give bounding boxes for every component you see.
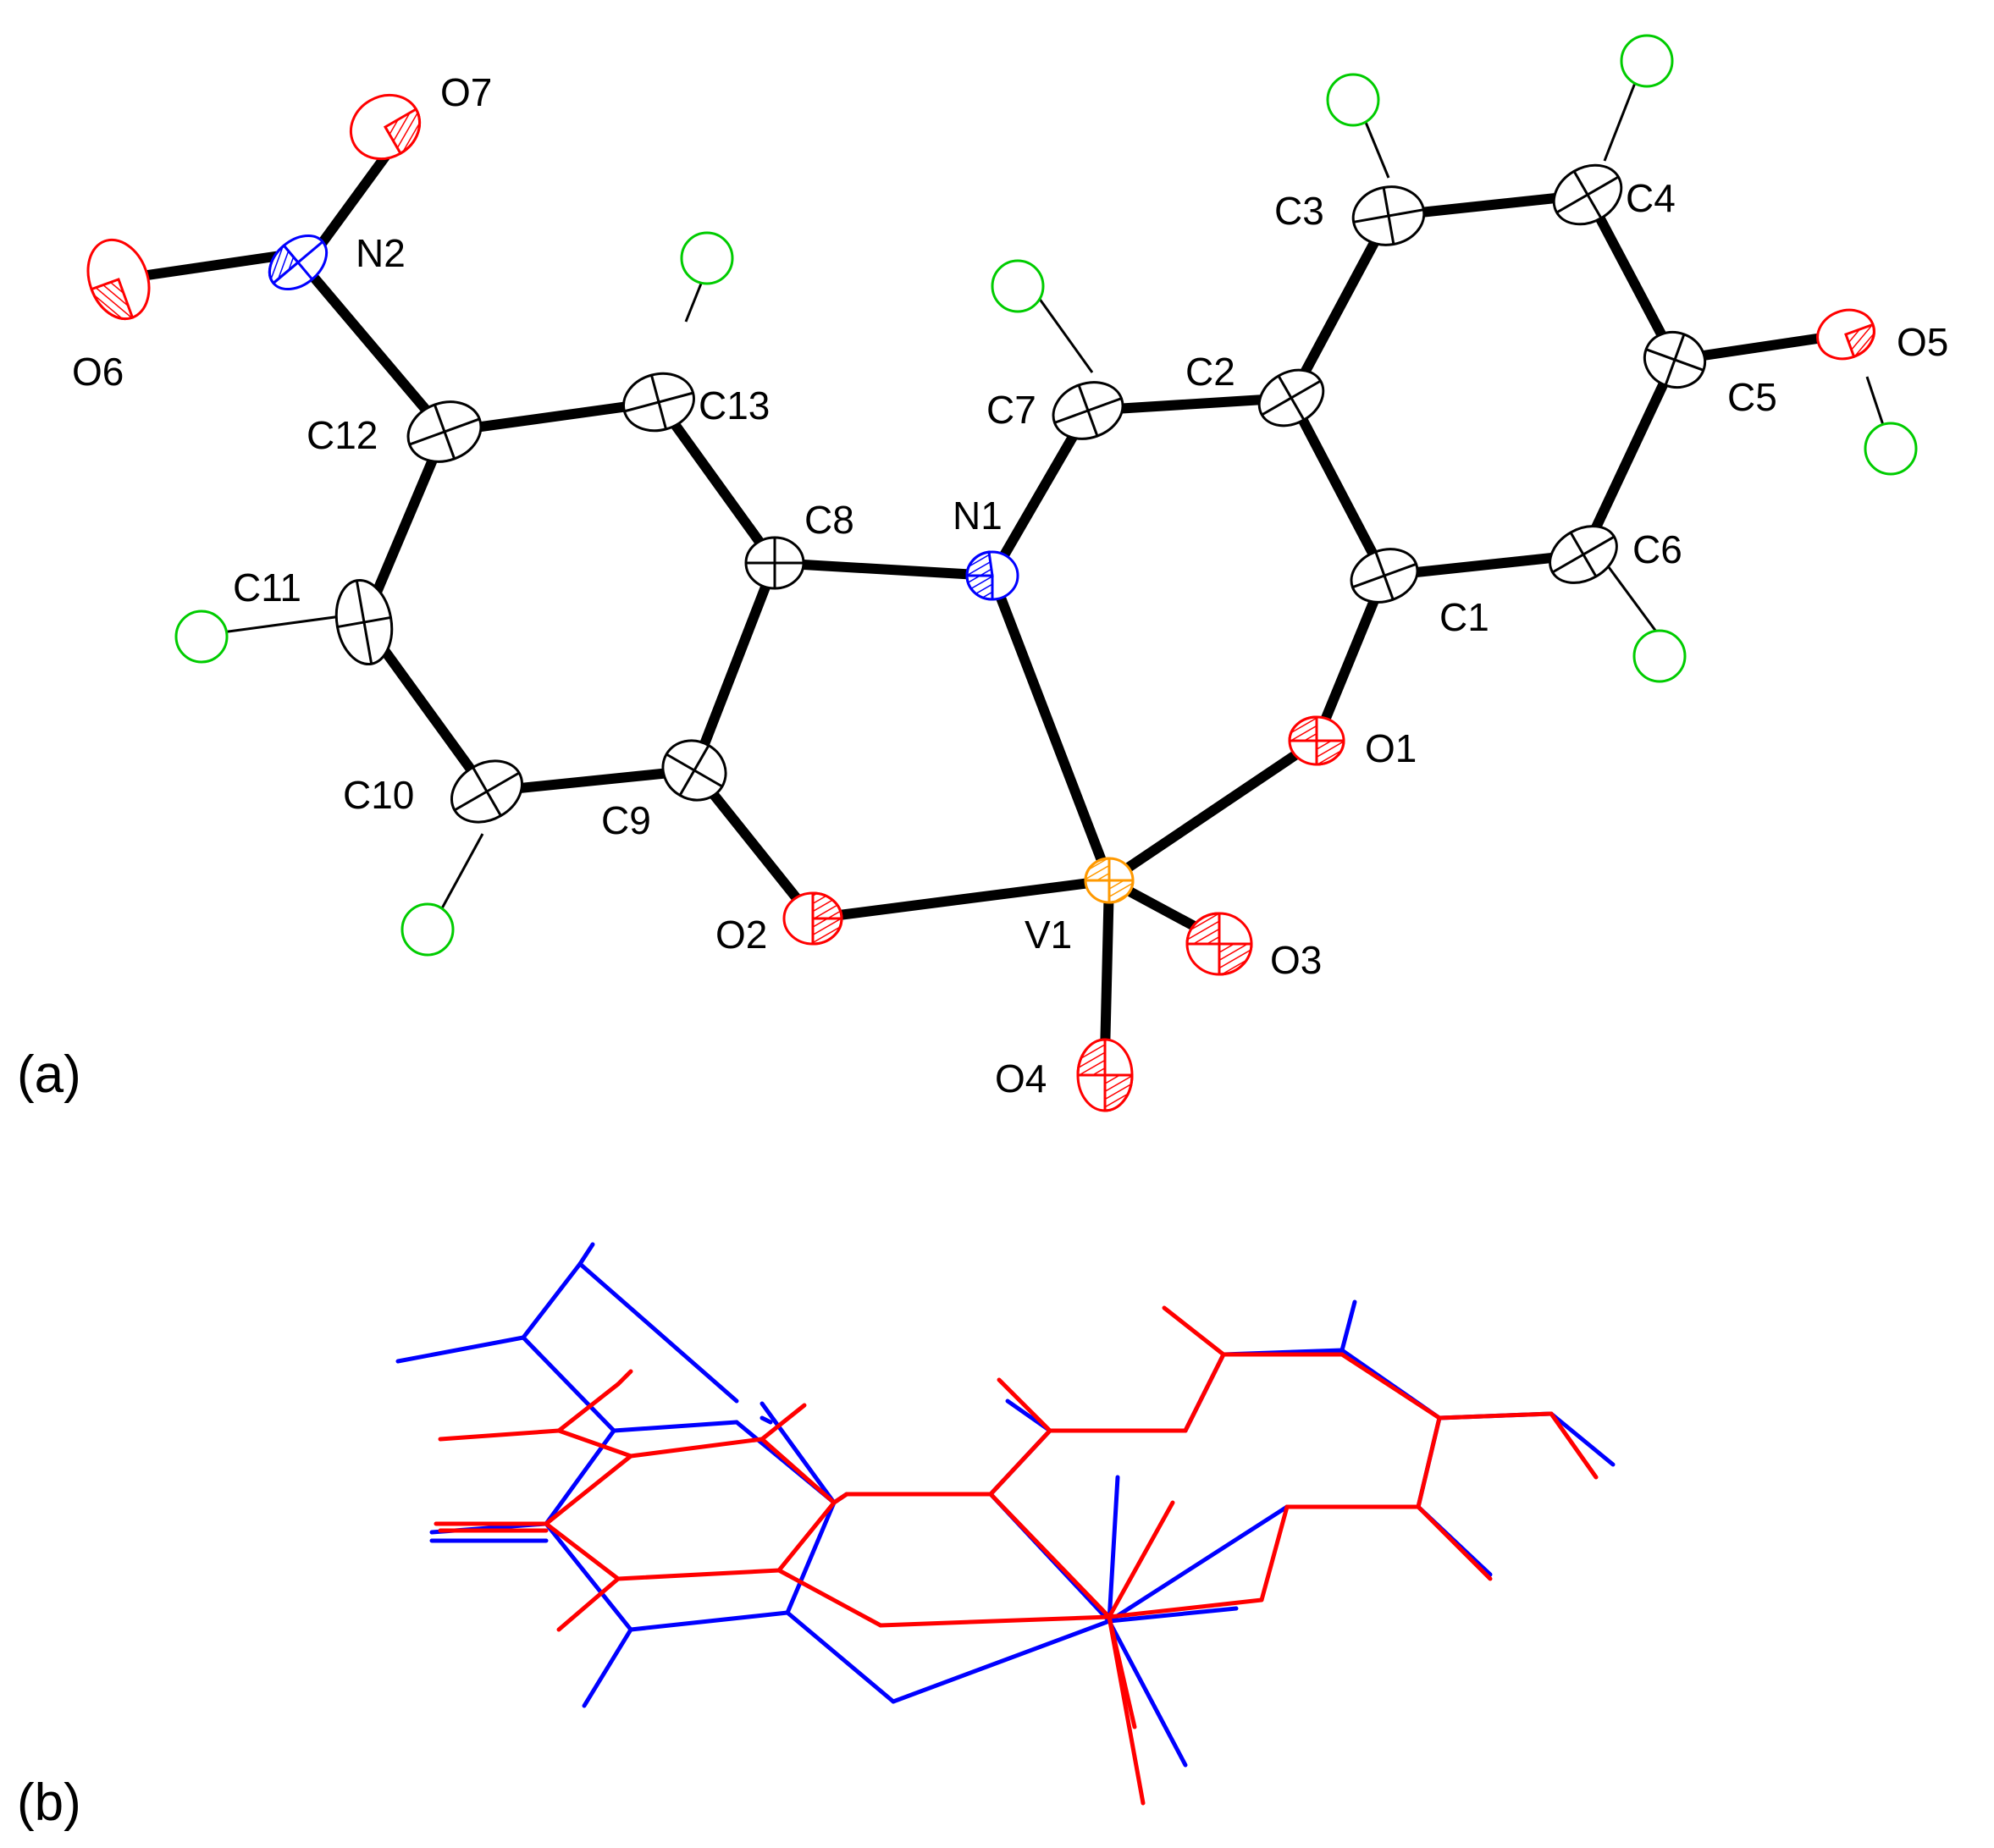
carbon-atom — [1549, 525, 1618, 584]
vanadium-atom — [1084, 857, 1135, 904]
nitrogen-atom — [965, 550, 1019, 601]
carbon-atom — [1552, 163, 1623, 226]
hydrogen-atom — [1632, 629, 1687, 683]
atom-label: O4 — [995, 1056, 1047, 1101]
atom-label: N2 — [356, 231, 406, 275]
nitrogen-atoms — [268, 234, 1019, 601]
atom-label: O2 — [715, 913, 767, 957]
carbon-atom — [622, 372, 695, 433]
panel-a: O7 N2 O6 C12 C13 C11 C10 C9 C8 N1 C7 C2 … — [17, 34, 1948, 1112]
atom-label: C3 — [1274, 189, 1324, 233]
panel-label-b: (b) — [17, 1774, 81, 1832]
hydrogen-atom — [1326, 73, 1380, 127]
carbon-atom — [1052, 381, 1124, 440]
hydrogen-atom — [680, 231, 734, 285]
atom-label: C4 — [1626, 176, 1676, 220]
carbon-atom — [1351, 185, 1426, 246]
atom-labels: O7 N2 O6 C12 C13 C11 C10 C9 C8 N1 C7 C2 … — [72, 70, 1948, 1101]
atom-label: C7 — [986, 388, 1036, 432]
panel-label-a: (a) — [17, 1045, 81, 1104]
nitrogen-atom — [268, 234, 329, 291]
carbon-atom — [1643, 331, 1707, 389]
atom-label: C6 — [1632, 527, 1682, 571]
panel-b: (b) — [17, 1242, 1616, 1832]
hydrogen-atoms — [174, 34, 1918, 957]
atom-label: V1 — [1025, 913, 1072, 957]
carbon-atom — [1350, 548, 1419, 604]
atom-label: C8 — [804, 498, 854, 542]
atom-label: C9 — [601, 798, 651, 842]
oxygen-atom — [86, 238, 151, 321]
carbon-atom — [1257, 368, 1325, 428]
overlay-structure-blue — [395, 1242, 1616, 1768]
hydrogen-atom — [991, 259, 1045, 313]
oxygen-atom — [1076, 1038, 1134, 1112]
carbon-atom — [661, 739, 727, 802]
oxygen-atom — [1185, 912, 1253, 976]
overlay-structure-red — [434, 1305, 1599, 1806]
oxygen-atoms — [86, 93, 1875, 1112]
atom-label: C13 — [699, 383, 770, 428]
oxygen-atom — [782, 891, 843, 946]
carbon-atoms — [334, 163, 1707, 824]
hydrogen-atom — [400, 902, 455, 957]
atom-label: C2 — [1185, 350, 1235, 394]
carbon-atom — [450, 759, 524, 824]
atom-label: C10 — [343, 773, 414, 817]
hydrogen-atom — [1620, 34, 1674, 88]
hydrogen-atom — [174, 610, 229, 664]
atom-label: O1 — [1365, 726, 1417, 770]
oxygen-atom — [349, 93, 422, 161]
carbon-atom — [744, 536, 805, 590]
atom-label: O7 — [440, 70, 492, 114]
oxygen-atom — [1816, 308, 1875, 361]
carbon-atom — [406, 400, 483, 463]
hydrogen-atom — [1864, 422, 1918, 476]
atom-label: O6 — [72, 350, 124, 394]
atom-label: O5 — [1897, 320, 1948, 364]
atom-label: C1 — [1439, 595, 1489, 639]
atom-label: C11 — [233, 565, 301, 610]
atom-label: C5 — [1727, 375, 1777, 419]
atom-label: C12 — [307, 413, 378, 457]
oxygen-atom — [1288, 715, 1345, 766]
carbon-atom — [334, 578, 394, 666]
atom-label: O3 — [1270, 938, 1322, 982]
atom-label: N1 — [953, 494, 1003, 538]
